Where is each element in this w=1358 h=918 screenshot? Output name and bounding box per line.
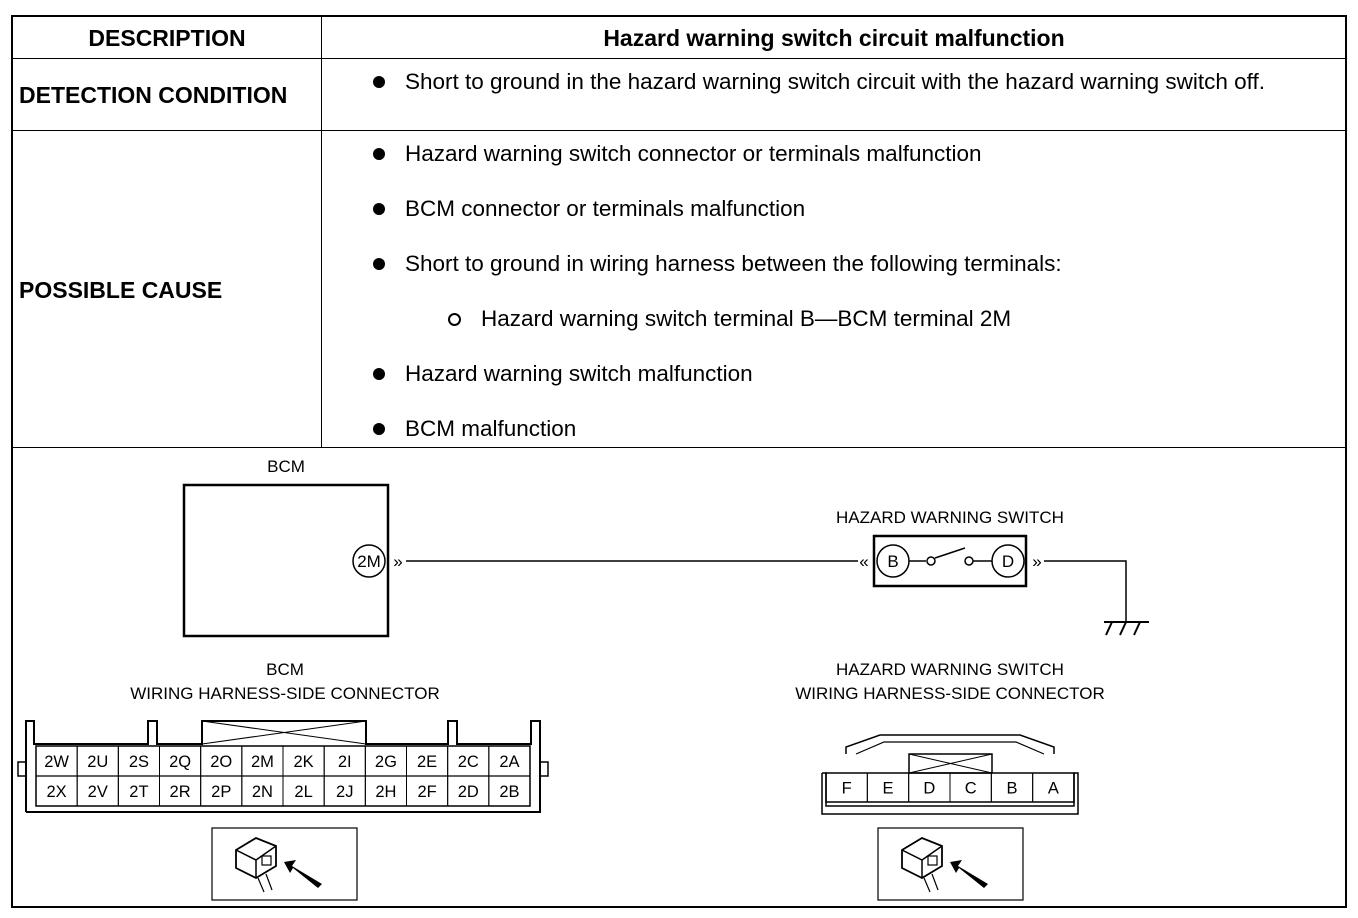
cause-item: Hazard warning switch malfunction <box>373 359 753 389</box>
bullet-icon <box>373 368 385 380</box>
bullet-icon <box>373 203 385 215</box>
cause-item: Hazard warning switch connector or termi… <box>373 139 982 169</box>
cause-item: Short to ground in wiring harness betwee… <box>373 249 1062 279</box>
row-divider-1 <box>13 130 1345 131</box>
sub-bullet-icon <box>448 313 461 326</box>
row-divider-2 <box>13 447 1345 448</box>
bullet-icon <box>373 76 385 88</box>
cause-item: BCM malfunction <box>373 414 576 444</box>
header-title: Hazard warning switch circuit malfunctio… <box>603 25 1065 51</box>
bullet-icon <box>373 148 385 160</box>
dtc-table: DESCRIPTION Hazard warning switch circui… <box>11 15 1347 908</box>
detection-item: Short to ground in the hazard warning sw… <box>373 67 1265 97</box>
bullet-icon <box>373 423 385 435</box>
possible-cause-label: POSSIBLE CAUSE <box>19 277 223 303</box>
cause-item: BCM connector or terminals malfunction <box>373 194 805 224</box>
bullet-icon <box>373 258 385 270</box>
header-divider <box>13 58 1345 59</box>
header-description: DESCRIPTION <box>88 25 246 51</box>
column-divider <box>321 17 322 448</box>
cause-subitem: Hazard warning switch terminal B—BCM ter… <box>448 304 1011 334</box>
detection-condition-label: DETECTION CONDITION <box>19 82 288 108</box>
